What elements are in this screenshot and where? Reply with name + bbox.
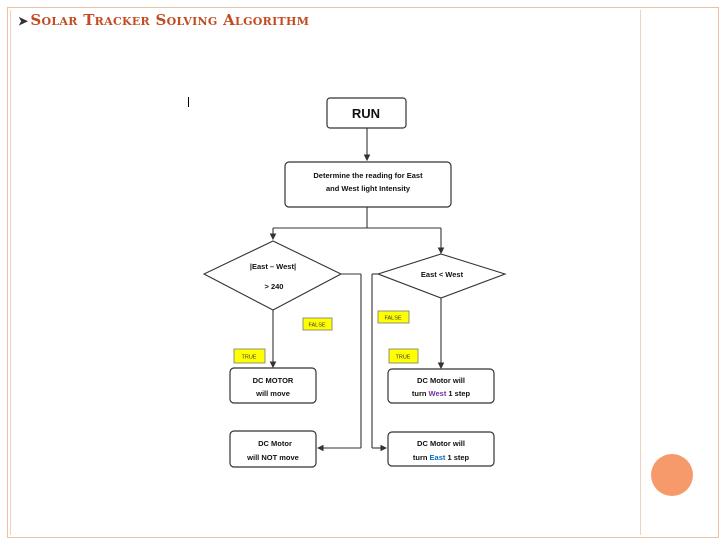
decision2-label: East < West [421,270,464,279]
tag-false-left: FALSE [302,317,333,331]
decorative-orange-circle [651,454,693,496]
arrow-bullet-icon: ➤ [18,14,29,28]
flow-connectors [269,128,445,452]
turn-west-node: DC Motor will turn West 1 step [387,368,495,404]
tag-true-right: TRUE [388,348,419,364]
text-cursor-mark [188,97,189,107]
svg-text:FALSE: FALSE [308,323,325,329]
run-label: RUN [352,106,380,121]
decision1-label-line1: |East – West| [250,262,296,271]
right-margin-rule [640,10,641,535]
slide-border [7,7,719,538]
turn-east-node: DC Motor will turn East 1 step [387,431,495,467]
svg-text:TRUE: TRUE [242,355,257,361]
svg-text:TRUE: TRUE [396,355,411,361]
motor-not-move-line1: DC Motor [258,439,292,448]
motor-not-move-line2: will NOT move [246,453,299,462]
motor-move-line2: will move [255,389,290,398]
decision-east-less-west: East < West [376,253,507,299]
determine-label-line2: and West light Intensity [326,184,411,193]
slide-title: ➤Solar Tracker Solving Algorithm [18,11,309,29]
turn-west-line1: DC Motor will [417,376,465,385]
svg-text:FALSE: FALSE [384,316,401,322]
decision1-label-line2: > 240 [265,282,284,291]
tag-true-left: TRUE [233,348,266,364]
motor-move-line1: DC MOTOR [253,376,294,385]
decision-abs-diff: |East – West| > 240 [202,240,343,311]
turn-east-line2: turn East 1 step [413,453,470,462]
left-margin-rule [10,10,11,535]
motor-move-node: DC MOTOR will move [229,367,317,404]
run-node: RUN [326,97,407,129]
determine-node: Determine the reading for East and West … [284,161,452,208]
determine-label-line1: Determine the reading for East [313,171,423,180]
slide-title-text: Solar Tracker Solving Algorithm [30,11,310,29]
east-direction: East [430,453,446,462]
tag-false-right: FALSE [377,310,410,324]
west-direction: West [429,389,447,398]
turn-west-line2: turn West 1 step [412,389,471,398]
turn-east-line1: DC Motor will [417,439,465,448]
motor-not-move-node: DC Motor will NOT move [229,430,317,468]
